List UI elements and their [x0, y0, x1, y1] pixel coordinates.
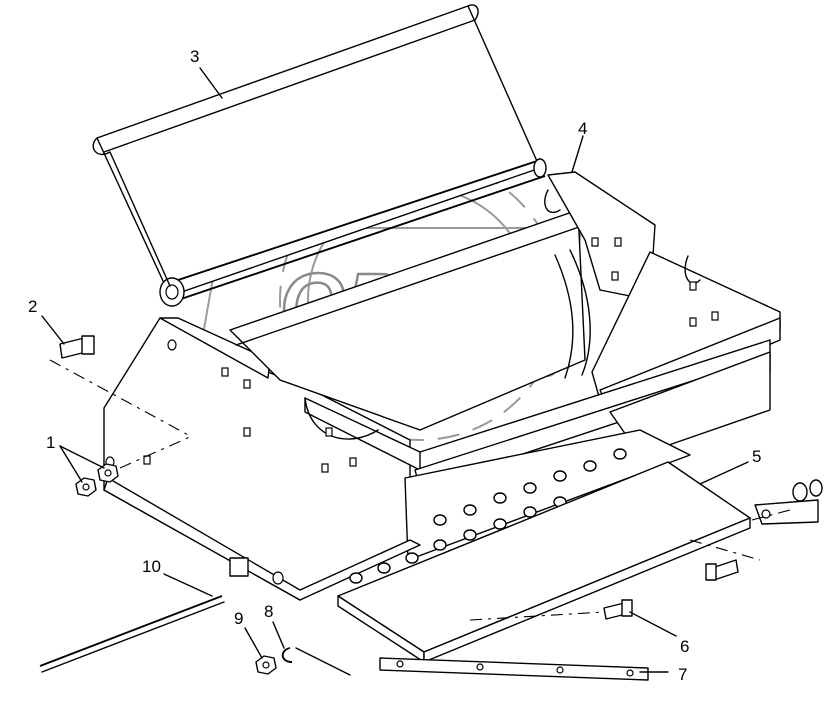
callout-7: 7 [678, 665, 687, 684]
leader-lines [41, 67, 749, 673]
callout-5: 5 [752, 447, 761, 466]
callout-2: 2 [28, 297, 37, 316]
part-3-cover-plate [92, 4, 547, 307]
part-7-strip-bar [379, 657, 649, 681]
part-8-clip [281, 647, 293, 663]
part-2-bolt [59, 335, 95, 359]
part-6-bolt [603, 599, 633, 620]
callout-6: 6 [680, 637, 689, 656]
assembly-lines [49, 359, 791, 676]
callout-8: 8 [264, 602, 273, 621]
main-housing [103, 171, 781, 601]
part-10-rod [39, 595, 223, 667]
tube-row [349, 448, 627, 584]
callout-4: 4 [578, 119, 587, 138]
part-1-nuts [75, 463, 119, 497]
right-bolt [705, 559, 739, 581]
part-9-nut [255, 655, 277, 675]
callout-9: 9 [234, 609, 243, 628]
part-10-rod-edge [41, 601, 225, 673]
callout-1: 1 [46, 433, 55, 452]
callout-3: 3 [190, 47, 199, 66]
right-side-strip [754, 479, 823, 525]
callout-10: 10 [142, 557, 161, 576]
part-5-tray-plate [337, 461, 751, 663]
